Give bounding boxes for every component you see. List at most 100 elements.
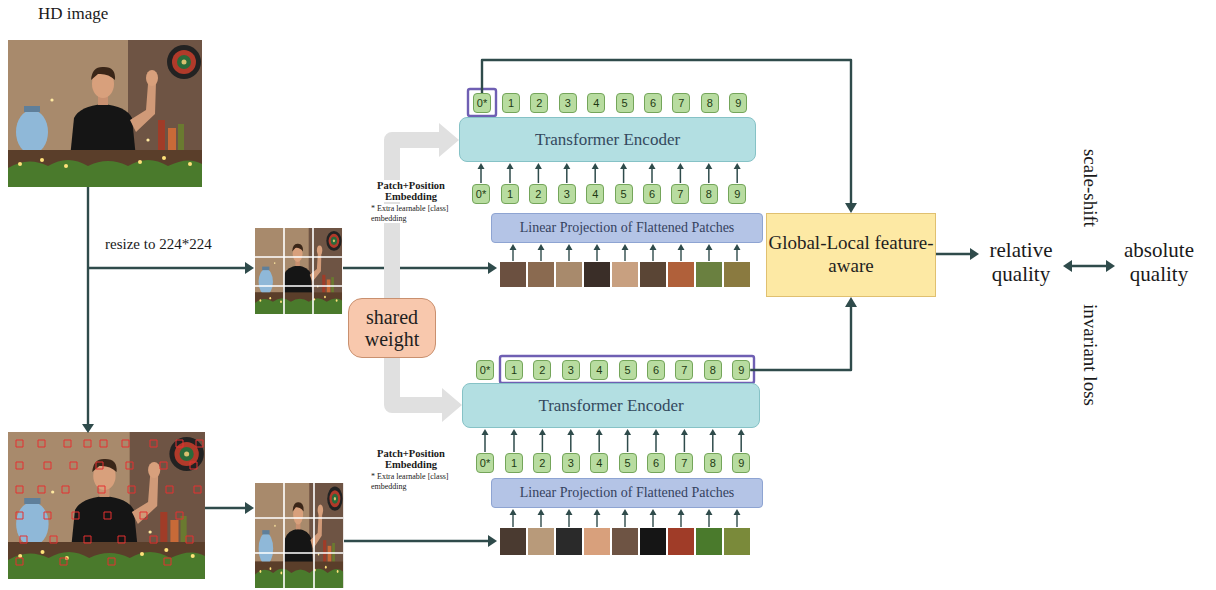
node-text: Transformer Encoder: [538, 396, 683, 416]
shared-weight-box: shared weight: [348, 298, 436, 358]
hd-image: [8, 40, 202, 187]
token-embedding: 4: [587, 93, 605, 113]
connector-line: [680, 169, 682, 184]
arrow-head: [653, 429, 660, 435]
connector-line: [482, 60, 851, 204]
token-embedding: 9: [732, 360, 750, 380]
token-embedding: 9: [732, 453, 750, 473]
connector-line: [651, 169, 653, 184]
node-text: 4: [593, 98, 599, 109]
token-embedding: 1: [505, 453, 523, 473]
arrow-head: [592, 163, 599, 169]
token-embedding: 1: [505, 360, 523, 380]
connector-arrow: [592, 163, 599, 183]
hd-image-sampled: [8, 432, 205, 579]
connector-line: [509, 169, 511, 184]
embedding-note: * Extra learnable [class] embedding: [371, 472, 451, 491]
connector-arrow: [649, 163, 656, 183]
loss-label: scale-shift: [1079, 149, 1101, 227]
connector-line: [623, 169, 625, 184]
token-embedding: 1: [501, 184, 519, 204]
figure-label: HD image: [38, 4, 108, 24]
token-embedding: 8: [704, 360, 722, 380]
token-embedding: 7: [671, 184, 689, 204]
node-text: 9: [738, 365, 744, 376]
connector-line: [684, 435, 686, 453]
connector-arrow: [511, 429, 518, 452]
node-text: 6: [653, 458, 659, 469]
token-embedding: 7: [675, 360, 693, 380]
token-embedding: 6: [643, 184, 661, 204]
node-text: 1: [511, 365, 517, 376]
linear-projection-box: Linear Projection of Flattened Patches: [491, 478, 763, 508]
arrow-head: [734, 163, 741, 169]
embedding-note: * Extra learnable [class] embedding: [371, 204, 451, 223]
node-text: 2: [539, 365, 545, 376]
token-embedding: 2: [533, 453, 551, 473]
arrow-head: [624, 429, 631, 435]
node-text: 8: [706, 189, 712, 200]
connector-arrow: [624, 429, 631, 452]
embedding-label: Patch+Position Embedding: [364, 180, 458, 202]
feature-fusion-box: Global-Local feature-aware: [766, 213, 936, 297]
token-embedding: 6: [647, 453, 665, 473]
connector-line: [598, 435, 600, 453]
node-text: 1: [508, 98, 514, 109]
token-embedding: 0*: [476, 453, 494, 473]
token-embedding: 0*: [472, 184, 490, 204]
linear-projection-box: Linear Projection of Flattened Patches: [491, 213, 763, 243]
connector-arrow: [478, 163, 485, 183]
node-text: Global-Local feature-aware: [767, 232, 935, 278]
loss-label: invariant loss: [1079, 304, 1101, 406]
token-embedding: 4: [586, 184, 604, 204]
connector-arrow: [482, 60, 857, 213]
connector-line: [740, 435, 742, 453]
node-text: 6: [649, 189, 655, 200]
arrow-head: [620, 163, 627, 169]
connector-line: [708, 169, 710, 184]
node-text: 8: [710, 365, 716, 376]
connector-arrow: [392, 356, 462, 422]
token-embedding: 0*: [476, 360, 494, 380]
connector-arrow: [653, 429, 660, 452]
node-text: 5: [625, 458, 631, 469]
node-text: 9: [734, 189, 740, 200]
node-text: 0*: [476, 189, 486, 200]
node-text: 5: [622, 98, 628, 109]
step-label: resize to 224*224: [105, 236, 212, 253]
transformer-encoder-box: Transformer Encoder: [459, 117, 756, 162]
connector-arrow: [596, 429, 603, 452]
output-label: relative quality: [981, 238, 1061, 286]
node-text: 3: [565, 98, 571, 109]
connector-arrow: [709, 429, 716, 452]
connector-arrow: [567, 429, 574, 452]
flow-arrowheads: [82, 248, 1115, 547]
token-embedding: 6: [644, 93, 662, 113]
node-text: 3: [564, 189, 570, 200]
arrow-head: [507, 163, 514, 169]
token-embedding: 7: [675, 453, 693, 473]
connector-arrow: [750, 297, 857, 370]
node-text: 9: [735, 98, 741, 109]
node-text: 5: [621, 189, 627, 200]
node-text: Linear Projection of Flattened Patches: [520, 485, 735, 501]
token-embedding: 5: [619, 360, 637, 380]
connector-line: [484, 435, 486, 453]
token-embedding: 9: [729, 93, 747, 113]
connector-line: [480, 169, 482, 184]
arrow-head: [649, 163, 656, 169]
arrow-head: [705, 163, 712, 169]
token-embedding: 9: [728, 184, 746, 204]
node-text: 4: [596, 365, 602, 376]
arrow-head: [845, 297, 857, 307]
arrow-head: [511, 429, 518, 435]
node-text: 7: [681, 365, 687, 376]
connector-arrow: [535, 163, 542, 183]
node-text: 7: [677, 189, 683, 200]
token-embedding: 0*: [473, 93, 491, 113]
connector-arrow: [539, 429, 546, 452]
connector-line: [538, 169, 540, 184]
arrow-head: [845, 203, 857, 213]
node-text: 3: [568, 365, 574, 376]
output-label: absolute quality: [1116, 238, 1202, 286]
